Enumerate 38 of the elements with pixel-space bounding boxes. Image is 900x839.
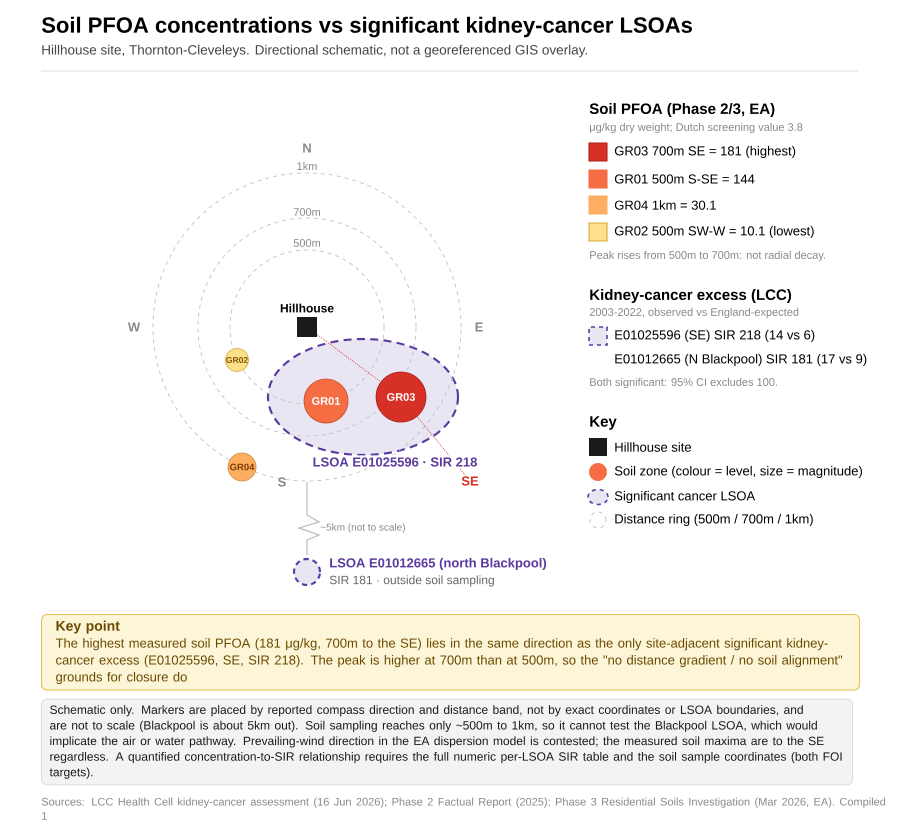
legend-heading: Kidney-cancer excess (LCC)	[590, 289, 792, 303]
legend-item: GR01 500m S-SE = 144	[588, 169, 754, 189]
callout-box	[41, 614, 860, 691]
ring-label: 1km	[295, 160, 319, 172]
compass-letter: N	[303, 144, 311, 152]
marker-caption: LSOA E01012665 (north Blackpool)	[330, 558, 546, 570]
legend-item: E01025596 (SE) SIR 218 (14 vs 6)	[588, 326, 814, 346]
ring-label: 500m	[292, 238, 322, 248]
subtitle: Hillhouse site, Thornton-Cleveleys. Directional schematic, not a georeferenced GIS overlay.	[42, 44, 587, 58]
legend-item: GR03 700m SE = 181 (highest)	[588, 142, 796, 162]
lsoa-marker	[292, 558, 322, 586]
legend-item: GR02 500m SW-W = 10.1 (lowest)	[588, 222, 814, 242]
direction-label: SE	[462, 476, 478, 486]
callout-heading: Key point	[56, 620, 120, 634]
legend-text: E01012665 (N Blackpool) SIR 181 (17 vs 9)	[615, 354, 866, 366]
distance-note: ~5km (not to scale)	[320, 523, 405, 533]
legend-note: Peak rises from 500m to 700m: not radial decay.	[590, 250, 826, 262]
legend-item: GR04 1km = 30.1	[588, 195, 716, 215]
compass-letter: W	[128, 322, 140, 332]
note-box	[41, 698, 854, 786]
legend-heading: Soil PFOA (Phase 2/3, EA)	[590, 103, 774, 117]
legend-item: Hillhouse site	[589, 438, 691, 456]
compass-letter: E	[476, 322, 483, 332]
legend-item: Soil zone (colour = level, size = magnitude)	[589, 463, 862, 481]
callout-text: The highest measured soil PFOA (181 μg/kg, 700m to the SE) lies in the same direction as the only site-adjacent significant kidney-cancer excess (E01025596, SE, SIR 218). The peak is higher at 700m than at 500m, so the "no distance gradient / no soil alignment" grounds for closure do	[56, 638, 842, 684]
source-note: Sources: LCC Health Cell kidney-cancer assessment (16 Jun 2026); Phase 2 Factual Report (2025); Phase 3 Residential Soils Investigation (Mar 2026, EA). Compiled 1	[42, 798, 886, 820]
ring-label: 700m	[292, 206, 322, 218]
legend-heading: Key	[590, 416, 617, 430]
marker-note: SIR 181 · outside soil sampling	[330, 575, 494, 587]
legend-note: Both significant: 95% CI excludes 100.	[590, 378, 777, 388]
title: Soil PFOA concentrations vs significant kidney-cancer LSOAs	[42, 16, 692, 38]
legend-note: μg/kg dry weight; Dutch screening value 3.8	[590, 122, 802, 134]
legend-item: Distance ring (500m / 700m / 1km)	[590, 512, 813, 528]
legend-item: Significant cancer LSOA	[587, 488, 756, 506]
compass-letter: S	[278, 477, 286, 487]
note-text: Schematic only. Markers are placed by reported compass direction and distance band, not by exact coordinates or LSOA boundaries, and are not to scale (Blackpool is about 5km out). Soil sampling reaches only ~500m to 1km, so it cannot test the Blackpool LSOA, which would implicate the air or water pathway. Prevailing-wind direction in the EA dispersion model is contested; the measured soil maxima are to the SE regardless. A quantified concentration-to-SIR relationship requires the full numeric per-LSOA SIR table and the soil sample coordinates (both FOI targets).	[50, 705, 842, 779]
area-label: LSOA E01025596 · SIR 218	[310, 455, 480, 469]
legend-note: 2003-2022, observed vs England-expected	[590, 308, 798, 318]
